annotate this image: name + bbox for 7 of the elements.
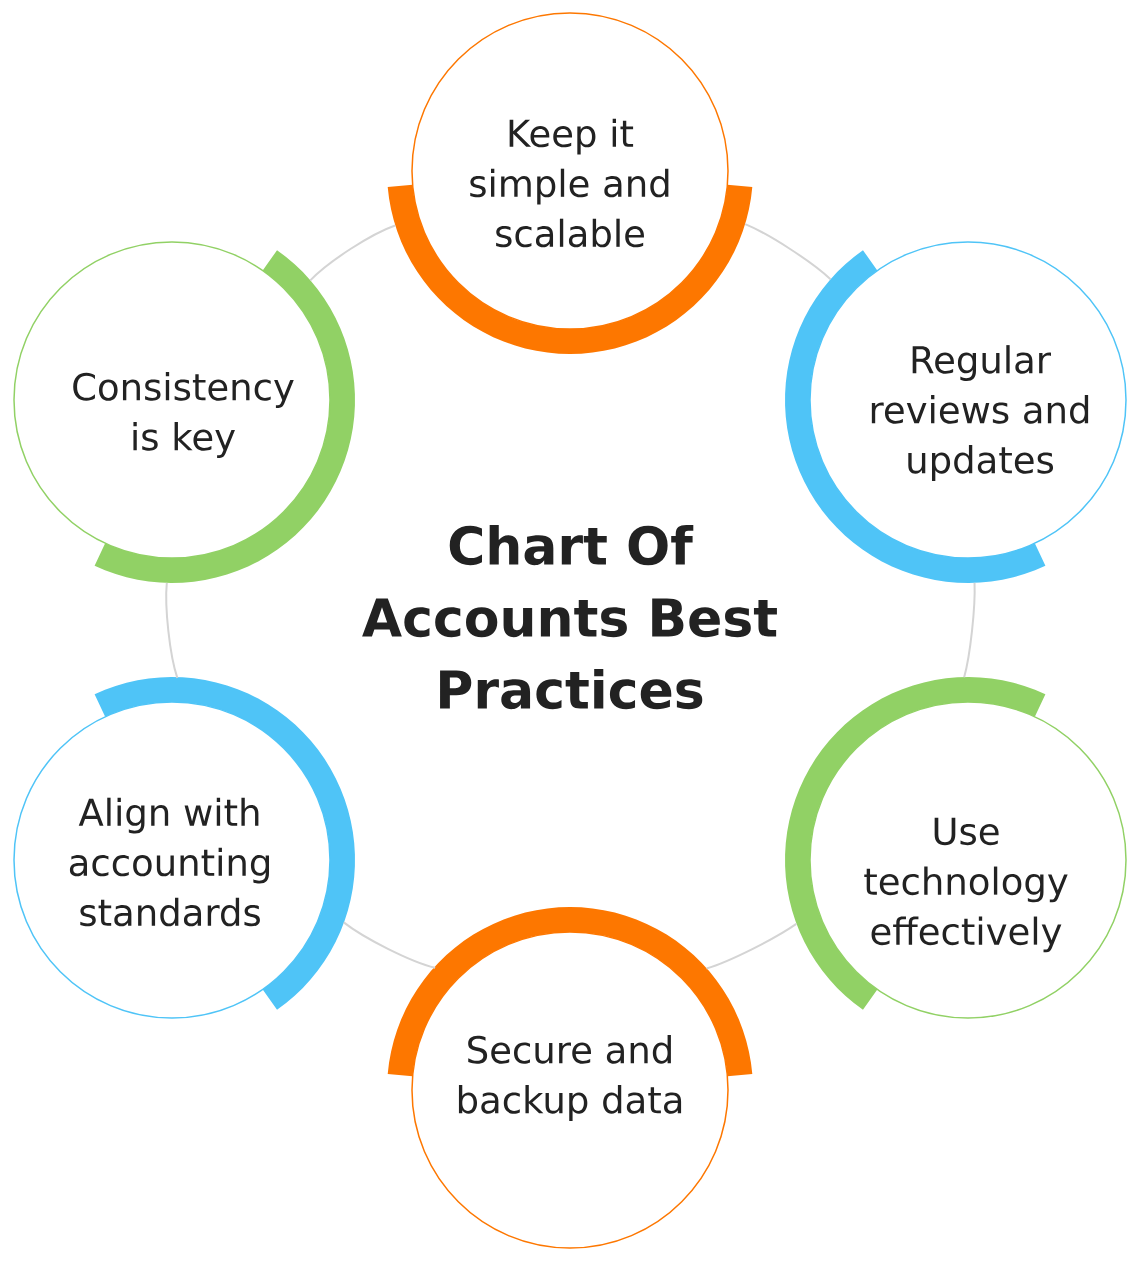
diagram-title: Chart Of Accounts Best Practices (362, 524, 777, 710)
connector-line (963, 581, 976, 679)
connector-line (744, 223, 832, 281)
node-label: Use technology effectively (864, 817, 1068, 953)
connector-line (165, 581, 179, 679)
connector-line (309, 224, 397, 282)
node-label: Regular reviews and updates (871, 345, 1089, 481)
